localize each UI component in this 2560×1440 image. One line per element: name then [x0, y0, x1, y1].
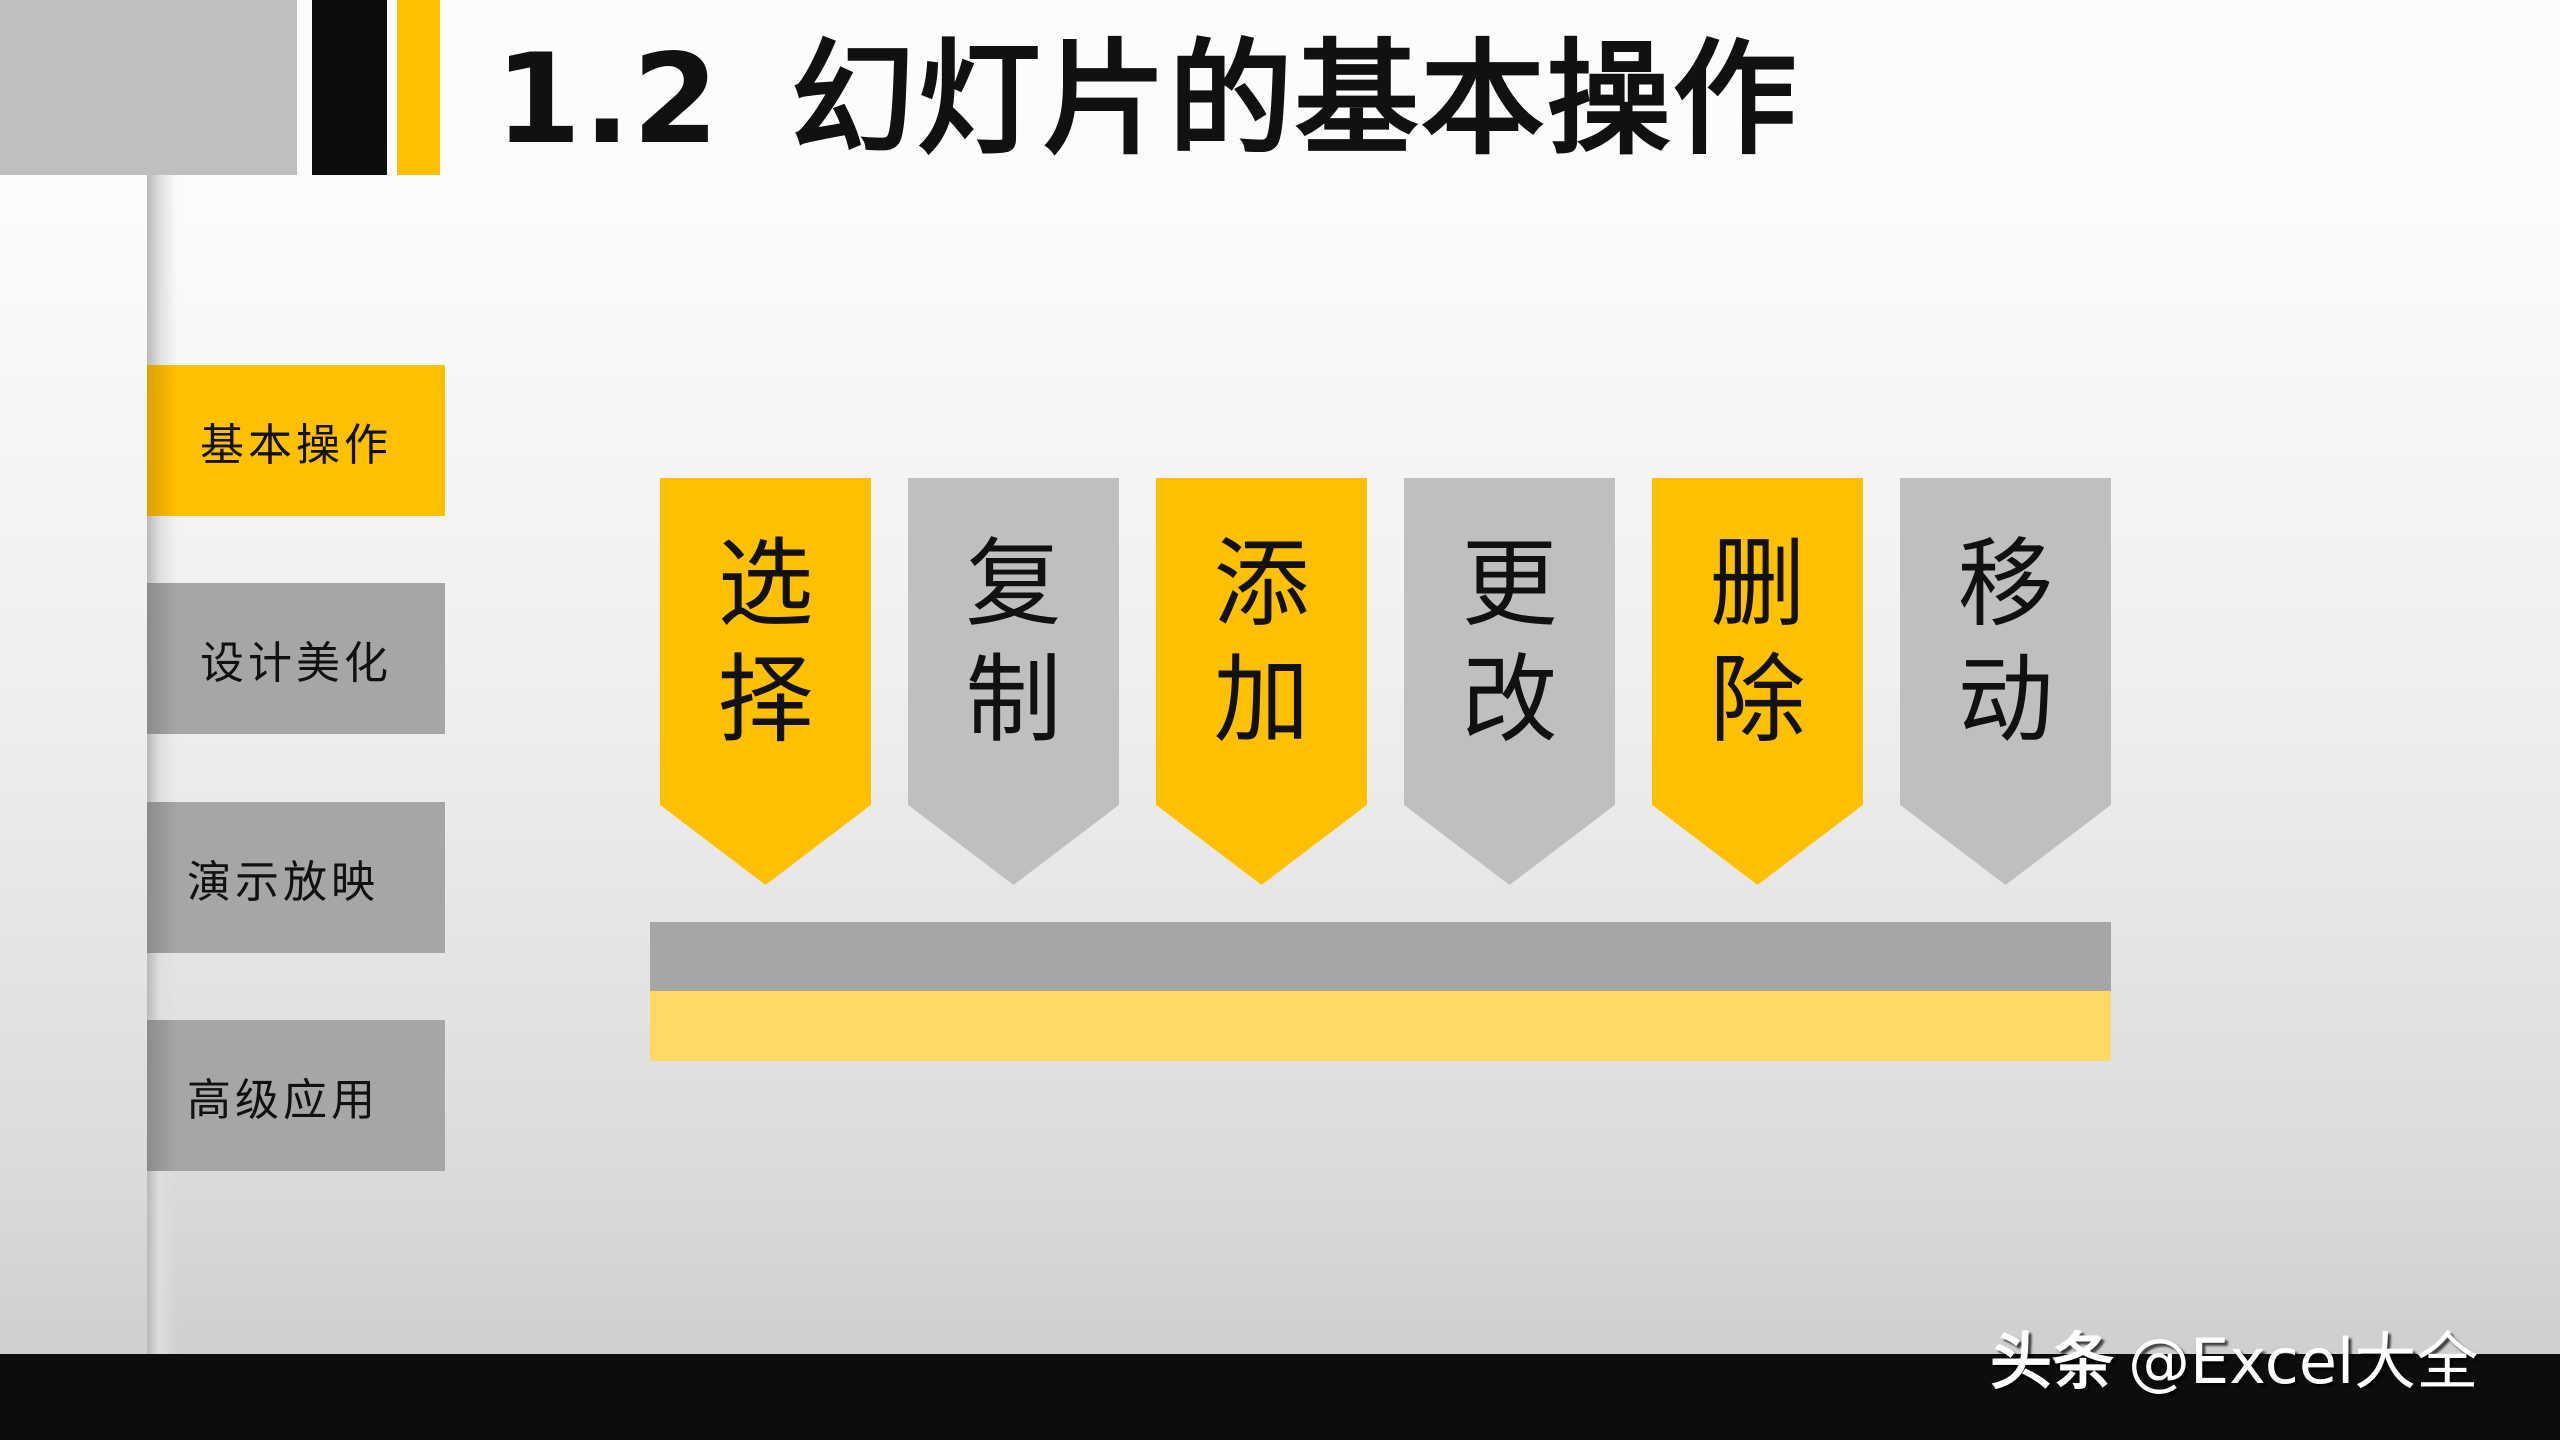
watermark: 头条@Excel大全	[1990, 1322, 2478, 1402]
arrow-label-bottom: 制	[965, 644, 1062, 756]
arrow-label-top: 选	[717, 528, 814, 640]
base-bar-gray	[650, 922, 2111, 991]
watermark-handle: @Excel大全	[2128, 1325, 2479, 1398]
slide-title: 1.2 幻灯片的基本操作	[495, 30, 1799, 170]
arrow-label-top: 删	[1709, 528, 1806, 640]
arrow-label-bottom: 除	[1709, 644, 1806, 756]
operation-add-arrow: 添 加	[1156, 478, 1367, 885]
operation-change-arrow: 更 改	[1404, 478, 1615, 885]
arrow-label-bottom: 加	[1213, 644, 1310, 756]
sidebar-item-label: 高级应用	[187, 1074, 379, 1126]
arrow-label-top: 复	[965, 528, 1062, 640]
arrow-label-bottom: 择	[717, 644, 814, 756]
arrow-label-bottom: 动	[1957, 644, 2054, 756]
header-gray-block	[0, 0, 297, 175]
arrow-label-bottom: 改	[1461, 644, 1558, 756]
operation-move-arrow: 移 动	[1900, 478, 2111, 885]
sidebar-item-design[interactable]: 设计美化	[147, 583, 445, 734]
operation-select-arrow: 选 择	[660, 478, 871, 885]
footer-bar	[0, 1354, 2560, 1440]
operation-delete-arrow: 删 除	[1652, 478, 1863, 885]
operation-copy-arrow: 复 制	[908, 478, 1119, 885]
section-number: 1.2	[495, 28, 721, 172]
title-text: 幻灯片的基本操作	[790, 28, 1799, 172]
base-bar-yellow	[650, 991, 2111, 1061]
watermark-brand: 头条	[1990, 1325, 2115, 1398]
sidebar-item-label: 基本操作	[200, 419, 392, 471]
sidebar-item-label: 设计美化	[200, 637, 392, 689]
sidebar-item-label: 演示放映	[187, 856, 379, 908]
arrow-label-top: 添	[1213, 528, 1310, 640]
arrow-label-top: 移	[1957, 528, 2054, 640]
sidebar-item-advanced[interactable]: 高级应用	[147, 1020, 445, 1171]
sidebar-shadow	[147, 175, 177, 1355]
header-black-stripe	[312, 0, 387, 175]
sidebar-item-slideshow[interactable]: 演示放映	[147, 802, 445, 953]
sidebar-item-basic-operations[interactable]: 基本操作	[147, 365, 445, 516]
header-yellow-stripe	[397, 0, 440, 175]
arrow-label-top: 更	[1461, 528, 1558, 640]
